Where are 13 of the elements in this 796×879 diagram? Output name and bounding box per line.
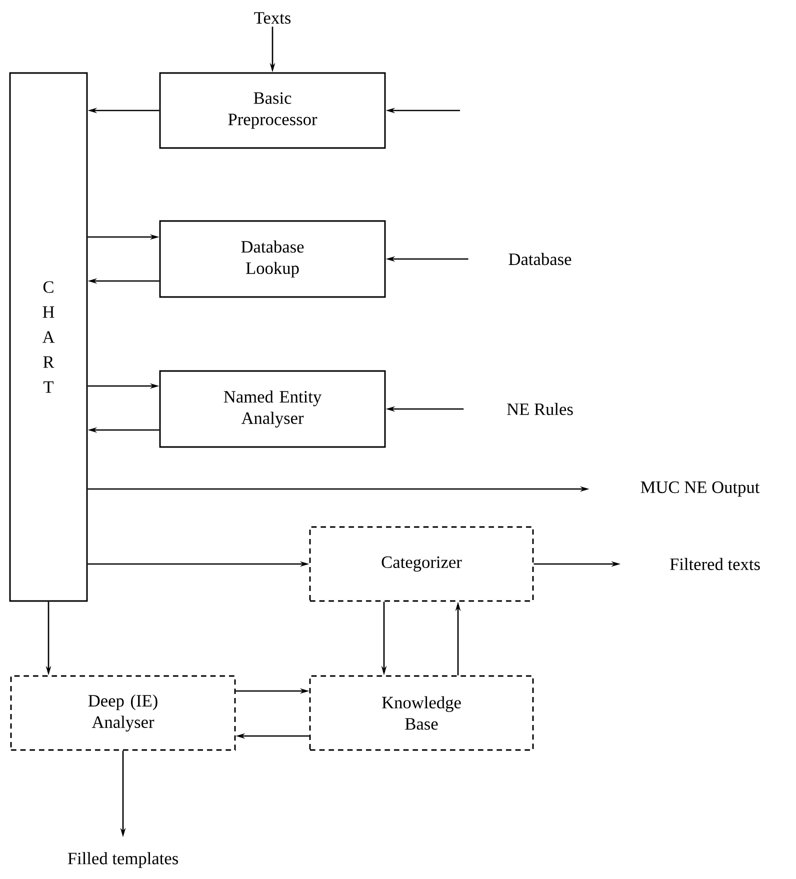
process-box: Categorizer bbox=[309, 526, 534, 602]
process-box: Basic Preprocessor bbox=[159, 72, 386, 149]
text-label: NE Rules bbox=[507, 402, 573, 416]
text-label: Filled templates bbox=[68, 852, 178, 868]
process-box: Deep (IE) Analyser bbox=[10, 675, 236, 751]
text-label: Database bbox=[508, 252, 572, 266]
text-label: MUC NE Output bbox=[640, 481, 760, 497]
text-label: Texts bbox=[254, 12, 291, 24]
process-box: Knowledge Base bbox=[309, 675, 534, 751]
chart-box: C H A R T bbox=[9, 72, 88, 602]
process-box: Named Entity Analyser bbox=[159, 370, 386, 448]
process-box: Database Lookup bbox=[159, 220, 386, 298]
text-label: Filtered texts bbox=[670, 558, 760, 570]
